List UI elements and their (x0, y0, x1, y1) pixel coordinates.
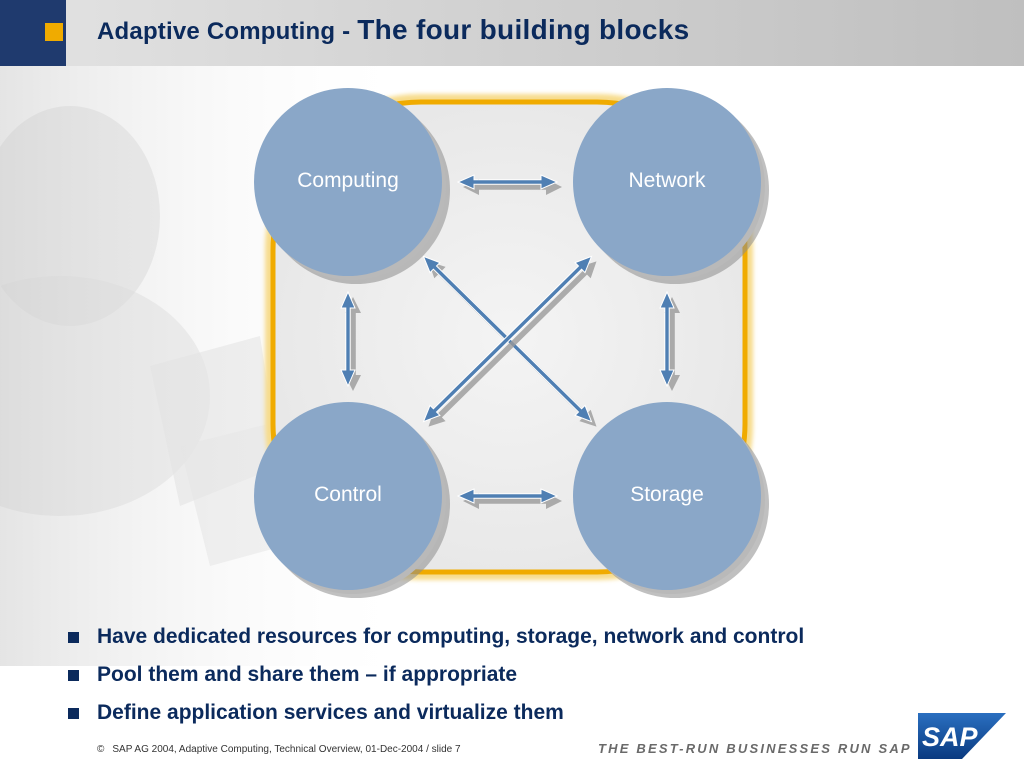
computing-node (254, 88, 442, 276)
registered-mark: ® (972, 749, 979, 759)
sap-logo: SAP ® (918, 713, 1006, 759)
connector-arrow-shadow (345, 297, 361, 391)
header-accent-square (45, 23, 63, 41)
control-node-label: Control (314, 483, 382, 506)
footer-tagline: THE BEST-RUN BUSINESSES RUN SAP (598, 741, 912, 756)
bullet-list: Have dedicated resources for computing, … (66, 618, 1006, 732)
connector-arrow-network-control (422, 255, 593, 423)
connector-arrow-shadow (463, 493, 562, 509)
connector-arrow-shadow (463, 179, 562, 195)
bullet-text: Have dedicated resources for computing, … (97, 625, 805, 648)
bullet-text: Pool them and share them – if appropriat… (97, 663, 518, 686)
control-node (254, 402, 442, 590)
bullet-marker (68, 669, 79, 681)
title-part-1: Adaptive Computing - (97, 18, 358, 45)
diagram-ring-glow (265, 94, 753, 580)
bullet-marker (68, 631, 79, 643)
footer-copyright: © SAP AG 2004, Adaptive Computing, Techni… (97, 744, 461, 755)
storage-node (573, 402, 761, 590)
connector-arrow-shadow (664, 297, 680, 391)
connector-arrow-shadow (428, 261, 597, 427)
network-node (573, 88, 761, 276)
bullet-marker (68, 707, 79, 719)
connector-arrow-computing-control (340, 290, 356, 388)
copyright-symbol: © (97, 744, 105, 755)
bullet-item: Pool them and share them – if appropriat… (66, 656, 1006, 694)
bullet-text: Define application services and virtuali… (97, 701, 564, 724)
bullet-item: Have dedicated resources for computing, … (66, 618, 1006, 656)
storage-node-label: Storage (630, 483, 704, 506)
connector-arrow-network-storage (659, 290, 675, 388)
computing-node-label: Computing (297, 169, 399, 192)
connector-arrow-computing-network (456, 174, 559, 190)
bullet-item: Define application services and virtuali… (66, 694, 1006, 732)
title-part-2: The four building blocks (357, 14, 690, 45)
network-node-label: Network (628, 169, 706, 192)
node-layer (254, 88, 769, 598)
connector-arrow-control-storage (456, 488, 559, 504)
arrow-layer (340, 174, 680, 509)
copyright-text: SAP AG 2004, Adaptive Computing, Technic… (112, 744, 461, 755)
sap-logo-text: SAP (922, 722, 979, 752)
slide-title: Adaptive Computing - The four building b… (97, 14, 690, 54)
slide-header: Adaptive Computing - The four building b… (0, 0, 1024, 66)
